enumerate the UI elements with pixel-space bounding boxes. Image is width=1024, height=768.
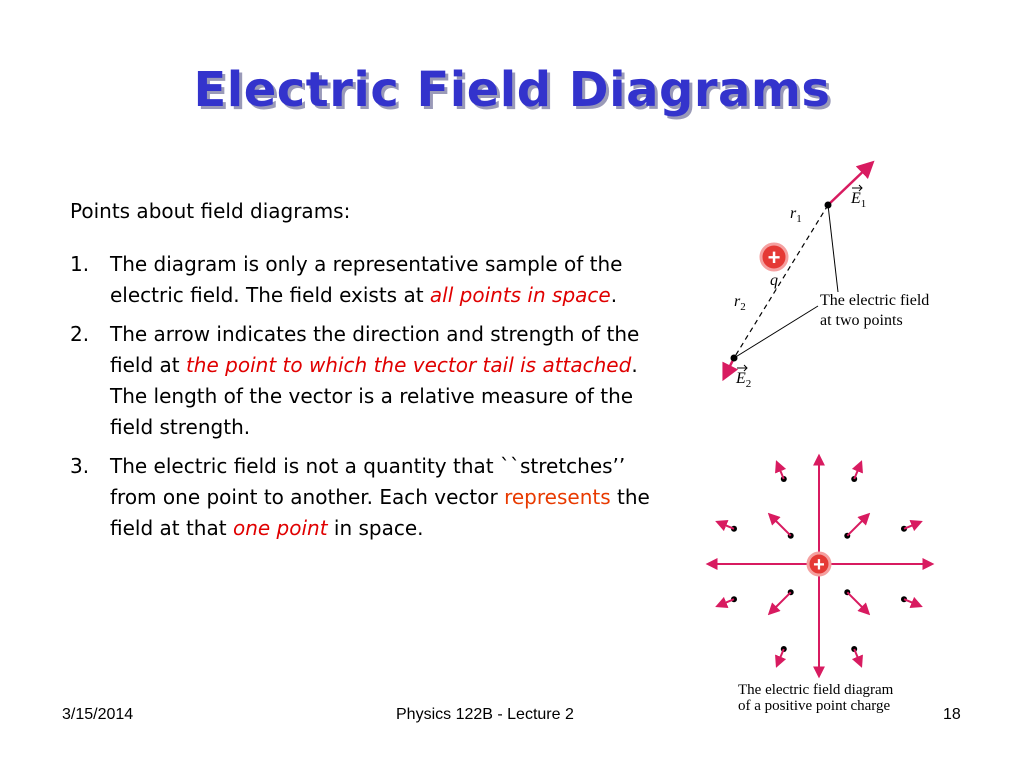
list-item-1: 1. The diagram is only a representative … [70,249,670,311]
r1-label: r1 [790,205,802,225]
field-vector-arrow [722,357,739,382]
two-point-field-figure: + q r1 r2 E1 E2 The electric field at tw… [722,160,929,390]
item-text: . [610,283,618,307]
item-number: 1. [70,252,90,276]
charge-label: q [770,272,778,289]
item-text: in space. [327,516,424,540]
radial-caption: The electric field diagram of a positive… [738,682,893,714]
emphasis-text: the point to which the vector tail is at… [185,353,632,377]
list-item-3: 3. The electric field is not a quantity … [70,451,670,544]
item-text: The diagram is only a representative sam… [110,252,623,307]
item-number: 3. [70,454,90,478]
caption-line-1: The electric field diagram [738,682,894,698]
item-text: . The length of the vector is a relative… [110,353,638,439]
radius-line [733,204,829,359]
field-vector-arrow [775,648,787,668]
e1-label: E1 [850,190,866,210]
highlight-text: represents [504,485,611,509]
field-point-dot [824,201,832,209]
field-vector-arrow [851,648,863,668]
field-vector-arrow [827,160,875,206]
positive-charge-icon [806,551,832,577]
slide-title: Electric Field Diagrams [193,62,831,118]
leader-line [733,305,819,359]
slide-body: Points about field diagrams: 1. The diag… [70,196,670,552]
field-vector-arrow [775,460,787,480]
field-vector-arrow [851,460,863,480]
field-vector-arrow [715,520,735,532]
field-vector-arrow [846,591,871,616]
field-vector-arrow [715,596,735,608]
vector-arrow-accent [737,364,748,372]
caption-line-2: of a positive point charge [738,698,891,714]
field-vector-arrow [903,520,923,532]
field-vector-arrow [903,596,923,608]
caption-line-1: The electric field [820,292,929,309]
positive-charge-icon [759,242,789,272]
charge-sign: + [813,554,825,576]
field-vector-arrow [846,512,871,537]
point-charge-field-figure: + [705,453,935,679]
r2-label: r2 [734,293,746,313]
caption-line-2: at two points [820,312,903,329]
leader-line [827,204,839,293]
footer-course: Physics 122B - Lecture 2 [396,706,574,723]
item-text: The arrow indicates the direction and st… [110,322,640,377]
vector-arrow-accent [852,184,863,192]
field-vector-arrow [767,591,792,616]
emphasis-text: one point [232,516,328,540]
item-text: the field at that [110,485,650,540]
footer-page-number: 18 [943,706,961,723]
emphasis-text: all points in space [429,283,611,307]
item-text: The electric field is not a quantity tha… [110,454,626,509]
list-item-2: 2. The arrow indicates the direction and… [70,319,670,443]
footer-date: 3/15/2014 [62,706,134,723]
item-number: 2. [70,322,90,346]
charge-sign: + [768,245,781,270]
e2-label: E2 [735,370,751,390]
intro-text: Points about field diagrams: [70,199,351,223]
field-vector-arrow [767,512,792,537]
field-point-dot [730,354,738,362]
